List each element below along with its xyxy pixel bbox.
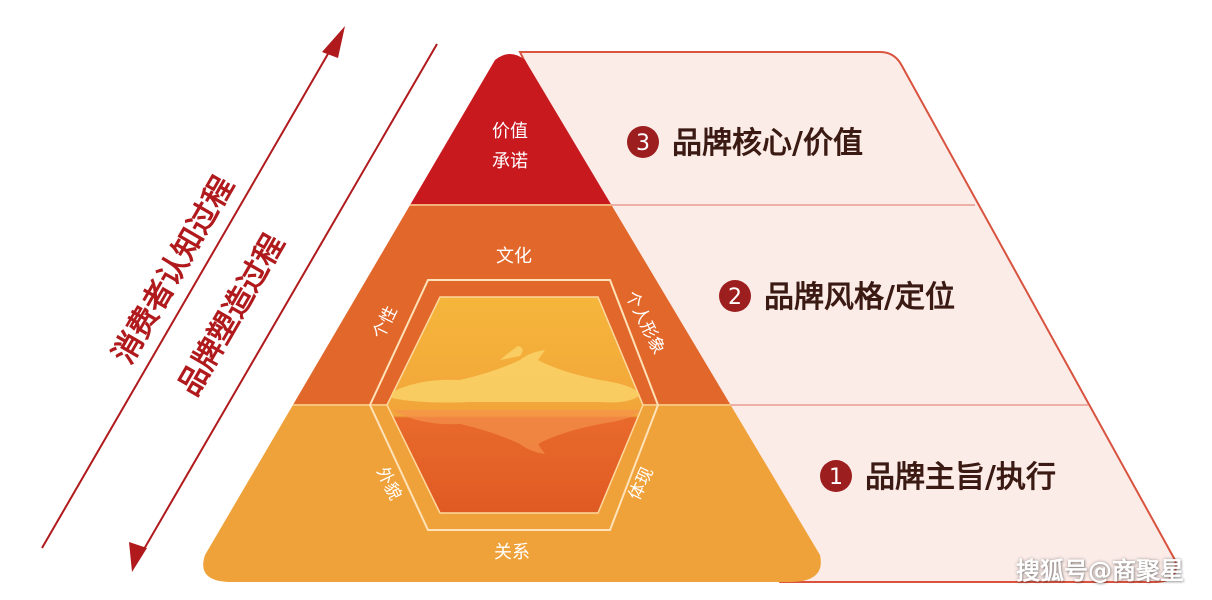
level-title: 品牌核心/价值 xyxy=(672,126,863,161)
watermark: 搜狐号@商聚星 xyxy=(1016,557,1184,585)
level-1-label: 1 品牌主旨/执行 xyxy=(820,460,1056,495)
brand-arrow xyxy=(129,43,438,572)
level-2-label: 2 品牌风格/定位 xyxy=(719,280,955,315)
hex-label-top: 文化 xyxy=(496,246,532,267)
arrow-down-head-icon xyxy=(129,542,147,572)
pyramid-top-text-line2: 承诺 xyxy=(492,151,528,172)
arrow-up-head-icon xyxy=(322,26,345,58)
pyramid-top-text-line1: 价值 xyxy=(492,121,528,142)
level-3-label: 3 品牌核心/价值 xyxy=(627,126,863,161)
level-number: 1 xyxy=(829,465,843,490)
level-number-badge xyxy=(627,126,659,158)
level-number: 3 xyxy=(636,131,650,156)
hex-label-bottom: 关系 xyxy=(494,542,530,563)
level-title: 品牌主旨/执行 xyxy=(865,460,1056,495)
level-bands-background xyxy=(518,51,1177,583)
person-silhouette-icon xyxy=(392,346,640,454)
level-number-badge xyxy=(719,280,751,312)
level-number-badge xyxy=(820,460,852,492)
level-number: 2 xyxy=(728,285,742,310)
hexagon-inner xyxy=(386,296,644,514)
consumer-arrow xyxy=(41,26,345,549)
level-title: 品牌风格/定位 xyxy=(764,280,955,315)
hexagon-outline xyxy=(368,279,660,531)
